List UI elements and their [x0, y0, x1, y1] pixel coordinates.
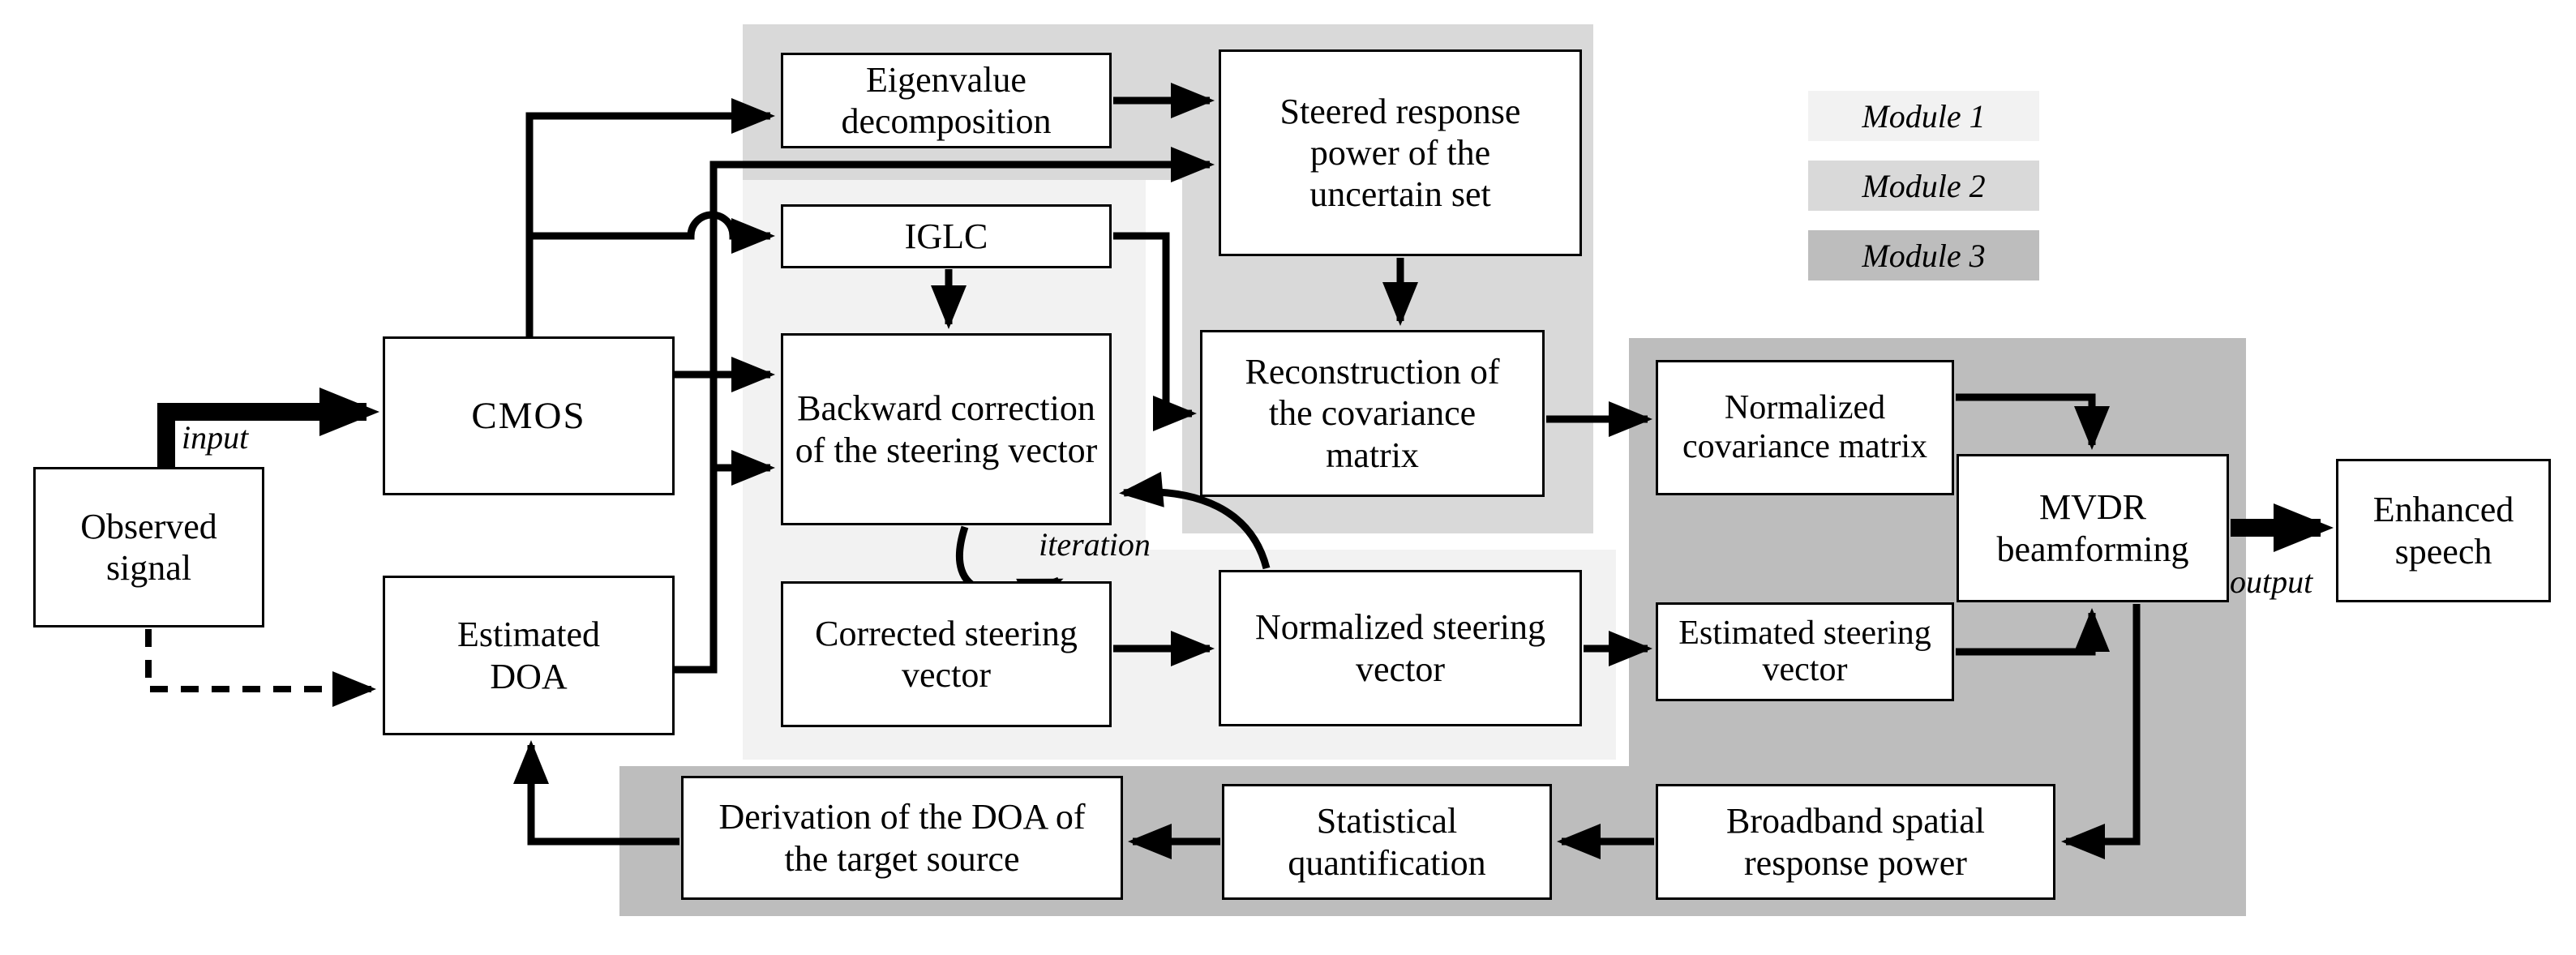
edge-estsv-to-mvdr	[1956, 608, 2110, 656]
edge-observed-to-doa	[145, 629, 376, 707]
box-normalized-covariance-matrix: Normalized covariance matrix	[1656, 360, 1954, 495]
box-estimated-steering-vector: Estimated steering vector	[1656, 602, 1954, 701]
box-observed-signal: Observed signal	[33, 467, 264, 627]
edge-iglc-to-reconstruction	[1113, 232, 1197, 431]
edge-input	[157, 388, 379, 469]
box-broadband-spatial-response-power: Broadband spatial response power	[1656, 784, 2055, 900]
box-mvdr-beamforming: MVDR beamforming	[1957, 454, 2229, 602]
box-normalized-steering-vector: Normalized steering vector	[1219, 570, 1582, 726]
box-backward-correction: Backward correction of the steering vect…	[781, 333, 1112, 525]
box-derivation-doa: Derivation of the DOA of the target sour…	[681, 776, 1123, 900]
box-statistical-quantification: Statistical quantification	[1222, 784, 1552, 900]
box-iglc: IGLC	[781, 204, 1112, 268]
box-enhanced-speech: Enhanced speech	[2336, 459, 2551, 602]
box-steered-response-power: Steered response power of the uncertain …	[1219, 49, 1582, 256]
box-reconstruction-covariance: Reconstruction of the covariance matrix	[1200, 330, 1545, 497]
edge-cmos-to-iglc	[529, 211, 775, 254]
input-label: input	[182, 419, 249, 456]
edge-doa-to-srp	[673, 147, 1215, 674]
edge-mvdr-to-broadband	[2061, 604, 2141, 859]
edge-derivation-to-doa	[513, 740, 679, 846]
output-label: output	[2230, 563, 2313, 600]
iteration-label: iteration	[1039, 526, 1151, 563]
legend-module2-swatch: Module 2	[1808, 161, 2039, 211]
box-estimated-doa: Estimated DOA	[383, 576, 675, 735]
box-corrected-steering-vector: Corrected steering vector	[781, 581, 1112, 727]
edge-cmos-to-eigen	[525, 98, 775, 338]
box-cmos: CMOS	[383, 336, 675, 495]
edge-iteration-loop	[1119, 471, 1271, 570]
box-eigenvalue-decomposition: Eigenvalue decomposition	[781, 53, 1112, 148]
legend-module1-swatch: Module 1	[1808, 91, 2039, 141]
edge-normcov-to-mvdr	[1956, 393, 2110, 450]
legend-module3-swatch: Module 3	[1808, 230, 2039, 281]
